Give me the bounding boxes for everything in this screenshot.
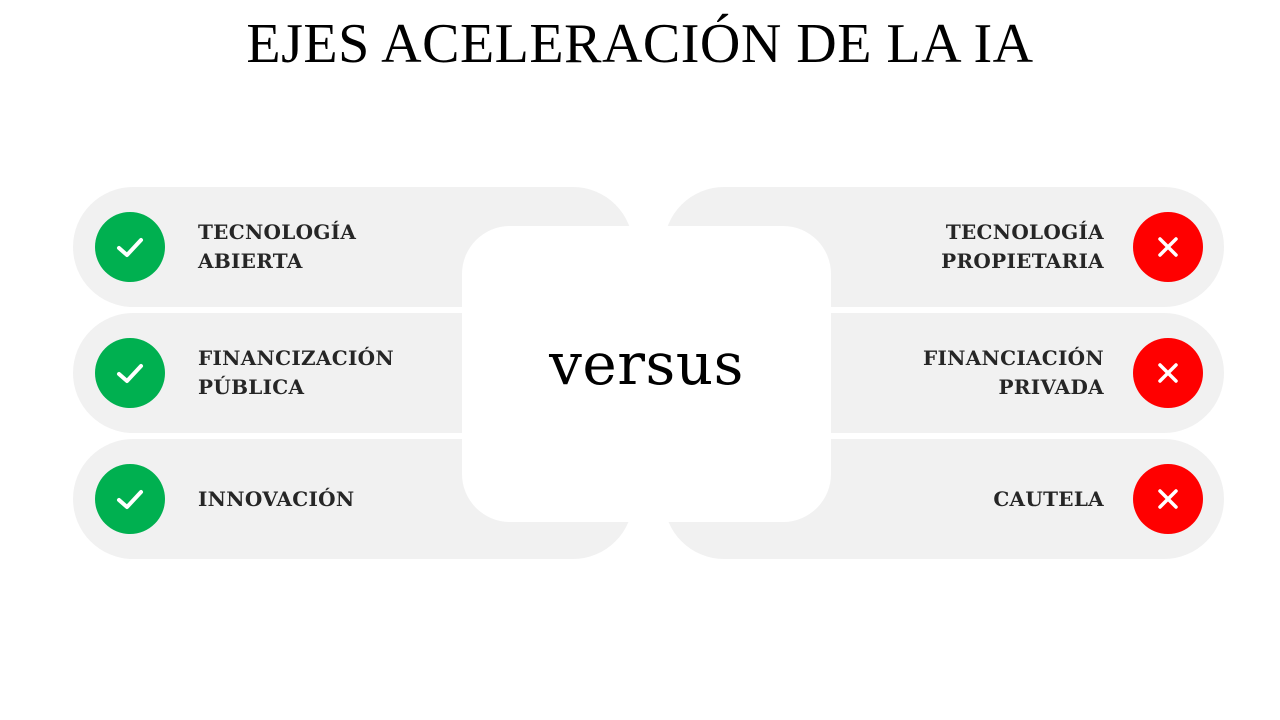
check-icon (95, 464, 165, 534)
pro-item-label: INNOVACIÓN (198, 486, 355, 511)
con-item-label: FINANCIACIÓN PRIVADA (922, 346, 1104, 399)
pro-item-label: TECNOLOGÍA ABIERTA (198, 220, 357, 273)
x-icon (1133, 464, 1203, 534)
check-icon (95, 212, 165, 282)
versus-card (462, 226, 831, 522)
x-icon (1133, 338, 1203, 408)
versus-label: versus (549, 330, 744, 398)
con-item-label: CAUTELA (993, 486, 1104, 511)
check-icon (95, 338, 165, 408)
con-item-label: TECNOLOGÍA PROPIETARIA (941, 220, 1104, 273)
page-title: EJES ACELERACIÓN DE LA IA (246, 13, 1034, 75)
pro-item-label: FINANCIZACIÓN PÚBLICA (198, 346, 394, 399)
x-icon (1133, 212, 1203, 282)
